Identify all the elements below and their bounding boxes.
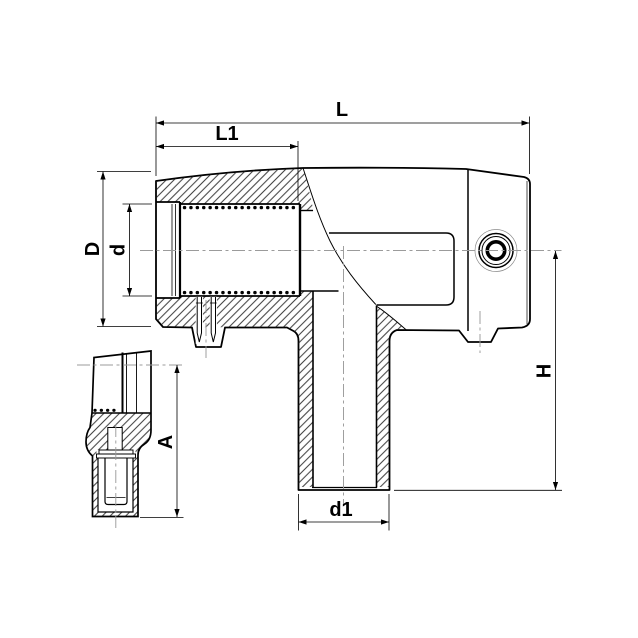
dim-label-D: D	[82, 242, 104, 256]
dim-label-L: L	[336, 99, 348, 121]
dimension-d: d	[108, 203, 152, 297]
hatch-bottom-wall	[156, 291, 313, 487]
hatch-spigot-right-wall	[376, 306, 407, 487]
detail-lower-body-outline	[85, 412, 152, 518]
dim-d1-arrow-left	[298, 519, 307, 525]
dim-d-arrow-bottom	[126, 288, 133, 296]
detail-hatch-body	[86, 413, 151, 517]
dim-L1-arrow-right	[290, 143, 298, 150]
dim-H-lines	[394, 251, 562, 491]
main-view	[155, 166, 531, 491]
detail-view	[85, 350, 152, 518]
dim-label-H: H	[534, 364, 556, 378]
dim-d1-arrow-right	[381, 519, 389, 525]
dimension-D: D	[82, 171, 151, 327]
dim-label-A: A	[155, 435, 177, 449]
section-break-curve-main	[302, 167, 377, 305]
dimension-L: L	[155, 99, 530, 176]
centerlines	[77, 246, 562, 528]
dimension-d1: d1	[298, 494, 390, 531]
dimension-A: A	[140, 365, 184, 518]
dim-A-lines	[140, 365, 184, 518]
bore-bottom-edge	[156, 295, 300, 299]
terminal-pins	[195, 296, 217, 344]
pin-1-outline	[196, 297, 202, 343]
dim-label-d1: d1	[329, 499, 352, 521]
section-break-curve-spigot	[376, 306, 408, 331]
dimensions: L L1 D d H	[82, 99, 562, 531]
pin-slot-clear-1	[195, 296, 203, 344]
bore-top-edge	[156, 201, 300, 205]
detail-pin-stem	[107, 427, 123, 451]
dim-label-d: d	[108, 244, 130, 256]
detail-outlines	[85, 350, 152, 518]
dim-A-arrow-bottom	[174, 509, 180, 517]
dim-d-lines	[122, 203, 152, 297]
section-hatching	[156, 168, 407, 487]
dim-label-L1: L1	[215, 123, 238, 145]
dim-L1-arrow-left	[156, 143, 164, 150]
dim-H-arrow-top	[552, 251, 559, 259]
dim-L-arrow-left	[156, 120, 164, 126]
pin-slot-clear-2	[209, 296, 217, 344]
dim-d1-lines	[298, 494, 390, 531]
dimension-H: H	[394, 251, 562, 491]
dim-D-arrow-bottom	[100, 318, 106, 327]
dim-L1-lines	[156, 141, 299, 201]
dim-d-arrow-top	[126, 204, 133, 212]
internal-lines	[156, 167, 528, 489]
label-recess-outline	[329, 232, 455, 306]
hatch-top-wall	[156, 168, 314, 211]
dim-D-arrow-top	[100, 171, 106, 180]
dim-D-lines	[97, 171, 151, 327]
dim-H-arrow-bottom	[552, 482, 559, 490]
heating-coil-dots	[182, 205, 301, 295]
dimension-L1: L1	[156, 123, 299, 201]
dim-A-arrow-top	[174, 365, 180, 373]
dim-L-arrow-right	[521, 120, 530, 126]
pin-2-outline	[210, 297, 216, 343]
